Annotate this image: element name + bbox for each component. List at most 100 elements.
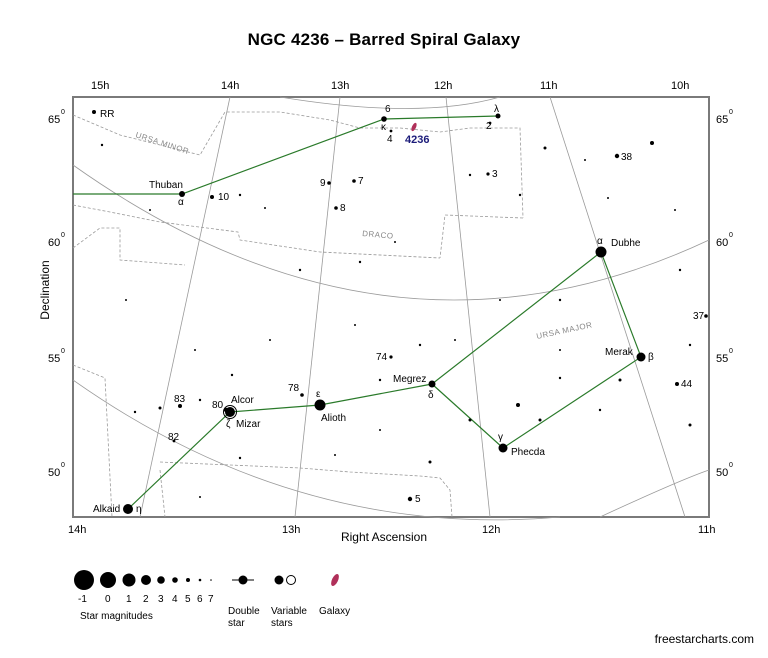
star-9 (327, 181, 331, 185)
greek-merak: β (648, 352, 654, 363)
star-2 (488, 121, 492, 125)
label-8: 8 (340, 203, 346, 214)
ra-line-14h (139, 96, 231, 518)
star-rr (92, 110, 96, 114)
top-tick-11h: 11h (540, 80, 558, 92)
field-star (199, 496, 201, 498)
field-star (238, 456, 242, 460)
field-star (125, 299, 127, 301)
field-star (358, 260, 362, 264)
left-tick-60: 60 (48, 237, 60, 249)
boundary-draco-east (439, 214, 524, 259)
degree-mark: 0 (61, 462, 65, 469)
mizar-double-ring (223, 405, 237, 419)
legend-mag-label-2: 2 (143, 594, 149, 605)
greek-kappa: κ (381, 122, 387, 133)
star-37 (704, 314, 708, 318)
field-star (198, 398, 202, 402)
bottom-tick-14h: 14h (68, 524, 86, 536)
legend-variable-star-open-icon (286, 575, 296, 585)
greek-alkaid: η (136, 504, 142, 515)
label-82: 82 (168, 432, 180, 443)
chart-frame (72, 96, 710, 518)
legend-mag-1 (122, 573, 136, 587)
label-mizar: Mizar (236, 419, 261, 430)
field-star (418, 343, 422, 347)
label-alioth: Alioth (321, 413, 346, 424)
star-merak (636, 352, 646, 362)
label-alkaid: Alkaid (93, 504, 120, 515)
degree-mark: 0 (729, 232, 733, 239)
label-38: 38 (621, 152, 633, 163)
field-star (516, 403, 520, 407)
bottom-tick-13h: 13h (282, 524, 300, 536)
target-label: 4236 (405, 134, 429, 146)
field-star (100, 143, 104, 147)
label-merak: Merak (605, 347, 634, 358)
field-star (558, 376, 562, 380)
top-tick-12h: 12h (434, 80, 452, 92)
star-3 (486, 172, 490, 176)
legend: -1 0 1 2 3 4 5 6 7 Star magnitudes Doubl… (74, 570, 350, 629)
star-alkaid (123, 504, 133, 514)
field-star (230, 373, 234, 377)
right-tick-55: 55 (716, 353, 728, 365)
degree-mark: 0 (61, 232, 65, 239)
label-78: 78 (288, 383, 300, 394)
label-10: 10 (218, 192, 230, 203)
field-star (518, 193, 522, 197)
legend-galaxy-icon (331, 573, 339, 587)
boundary-west-a (72, 227, 186, 266)
ra-line-11h (549, 96, 686, 518)
legend-variable-label-2: stars (271, 618, 293, 629)
field-star (558, 298, 562, 302)
field-star (468, 418, 472, 422)
legend-mag-label-5: 5 (185, 594, 191, 605)
label-7: 7 (358, 176, 364, 187)
greek-mizar: ζ (226, 419, 231, 430)
field-star (618, 378, 622, 382)
left-tick-65: 65 (48, 114, 60, 126)
dec-arc-55 (72, 379, 561, 521)
legend-mag-6 (198, 578, 202, 582)
star-thuban (179, 191, 185, 197)
ra-line-13h (294, 96, 341, 518)
degree-mark: 0 (61, 348, 65, 355)
label-80: 80 (212, 400, 224, 411)
legend-mag-7 (210, 579, 212, 581)
legend-mag-2 (141, 575, 151, 585)
star-alcor (223, 407, 229, 413)
star-dubhe (595, 246, 607, 258)
field-star (499, 299, 501, 301)
legend-mag-4 (172, 577, 178, 583)
greek-megrez: δ (428, 390, 434, 401)
degree-mark: 0 (729, 109, 733, 116)
field-star (354, 324, 356, 326)
legend-mag-label-7: 7 (208, 594, 214, 605)
right-tick-60: 60 (716, 237, 728, 249)
stick-draco (73, 115, 499, 195)
boundary-draco-south (72, 204, 441, 259)
top-tick-15h: 15h (91, 80, 109, 92)
field-stars (100, 141, 692, 498)
label-44: 44 (681, 379, 693, 390)
field-star (394, 241, 396, 243)
legend-mag-m1 (74, 570, 94, 590)
label-thuban: Thuban (149, 180, 183, 191)
field-star (584, 159, 586, 161)
legend-mag-title: Star magnitudes (80, 611, 153, 622)
constellation-draco: DRACO (362, 229, 394, 241)
legend-mag-label-4: 4 (172, 594, 178, 605)
galaxy-marker (411, 122, 417, 132)
dec-arc-65 (279, 96, 501, 109)
field-star (194, 349, 196, 351)
legend-variable-label-1: Variable (271, 606, 307, 617)
label-megrez: Megrez (393, 374, 426, 385)
legend-galaxy-label: Galaxy (319, 606, 350, 617)
legend-double-label-1: Double (228, 606, 260, 617)
constellation-boundaries (72, 111, 524, 518)
star-78 (300, 393, 304, 397)
label-5: 5 (415, 494, 421, 505)
star-alioth (314, 399, 326, 411)
label-3: 3 (492, 169, 498, 180)
